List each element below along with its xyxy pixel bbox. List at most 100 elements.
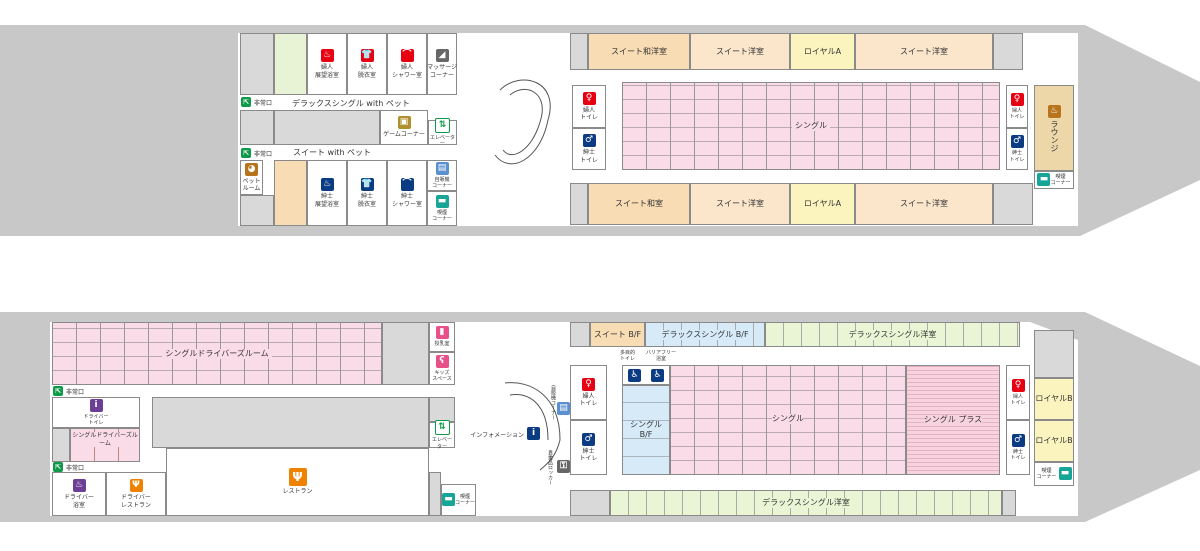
bath-icon: ♨ [72, 479, 86, 492]
men-dressing[interactable]: 👕紳士 脱衣室 [347, 160, 387, 226]
women-icon: ♀ [1011, 378, 1025, 392]
women-toilet[interactable]: ♀婦人 トイレ [572, 85, 606, 128]
men-bath[interactable]: ♨紳士 展望浴室 [307, 160, 347, 226]
corridor-label: スイート with ペット [293, 148, 372, 157]
exit-icon: ⇱ [241, 97, 251, 107]
cabin-deluxe-single-western[interactable]: デラックスシングル洋室 [765, 322, 1020, 347]
men-toilet[interactable]: ♂紳士 トイレ [1006, 128, 1028, 170]
elevator[interactable]: ⇅エレベーター [429, 420, 455, 450]
women-dressing[interactable]: 👕婦人 脱衣室 [347, 33, 387, 95]
single-driver-room-small[interactable]: シングルドライバーズルーム [70, 428, 140, 462]
multi-toilet-label: 多目的 トイレ [620, 350, 636, 362]
vending-icon[interactable]: ▤ [557, 402, 570, 415]
smoking-icon: ▬ [1058, 466, 1072, 480]
women-shower[interactable]: ⌒婦人 シャワー室 [387, 33, 427, 95]
shirt-icon: 👕 [360, 49, 374, 62]
shower-icon: ⌒ [400, 49, 414, 62]
smoking-corner[interactable]: 喫煙 コーナー▬ [1034, 462, 1074, 486]
cabin-royal-a[interactable]: ロイヤルA [790, 33, 855, 70]
cabin-suite-bf[interactable]: スイート B/F [590, 322, 645, 347]
elevator-icon: ⇅ [435, 117, 450, 133]
information-icon[interactable]: i [527, 427, 540, 440]
lounge-icon: ♨ [1047, 104, 1061, 118]
cabin-suite-western[interactable]: スイート洋室 [690, 183, 790, 225]
shower-icon: ⌒ [400, 178, 414, 191]
elevator-icon: ⇅ [434, 420, 450, 436]
men-shower[interactable]: ⌒紳士 シャワー室 [387, 160, 427, 226]
cabin-suite-japanese[interactable]: スイート和室 [588, 183, 690, 225]
information-label: インフォメーション [470, 432, 524, 439]
locker-label: 貴重品ロッカー [547, 450, 553, 485]
cabin-royal-a[interactable]: ロイヤルA [790, 183, 855, 225]
person-icon: i [89, 398, 103, 412]
lounge[interactable]: ♨ラウンジ [1034, 85, 1074, 171]
deluxe-single-pet-room[interactable] [274, 33, 307, 95]
locker-icon[interactable]: ⚿ [557, 460, 570, 473]
exit-icon: ⇱ [53, 462, 63, 472]
spiral-staircase-upper [494, 79, 551, 165]
smoking-icon: ▬ [442, 492, 455, 506]
game-icon: ▣ [397, 116, 411, 130]
women-icon: ♀ [582, 377, 595, 391]
men-icon: ♂ [582, 432, 595, 446]
emergency-exit: ⇱非常口 [53, 386, 84, 396]
fork-knife-icon: Ψ [288, 468, 307, 487]
cabin-royal-b[interactable]: ロイヤルB [1034, 420, 1074, 462]
men-toilet[interactable]: ♂紳士 トイレ [570, 420, 607, 475]
cabin-suite-western[interactable]: スイート洋室 [855, 183, 993, 225]
women-toilet[interactable]: ♀婦人 トイレ [1006, 85, 1028, 128]
emergency-exit: ⇱非常口 [53, 462, 84, 472]
emergency-exit: ⇱非常口 [241, 97, 272, 107]
cabin-deluxe-single-bf[interactable]: デラックスシングル B/F [645, 322, 765, 347]
women-icon: ♀ [1010, 92, 1024, 106]
cabin-single-bf[interactable]: シングル B/F [622, 385, 670, 475]
cabin-suite-japanese-western[interactable]: スイート和洋室 [588, 33, 690, 70]
suite-pet-room[interactable] [274, 160, 307, 226]
driver-bath[interactable]: ♨ドライバー 浴室 [52, 472, 106, 516]
men-toilet[interactable]: ♂紳士 トイレ [1006, 420, 1030, 475]
cabin-suite-western[interactable]: スイート洋室 [690, 33, 790, 70]
fork-knife-icon: Ψ [129, 479, 143, 492]
cabin-suite-western[interactable]: スイート洋室 [855, 33, 993, 70]
women-toilet[interactable]: ♀婦人 トイレ [570, 365, 607, 420]
vending-corner[interactable]: ▤自販機 コーナー [427, 160, 457, 191]
baby-bottle-icon: ▮ [435, 326, 449, 340]
women-bath[interactable]: ♨婦人 展望浴室 [307, 33, 347, 95]
massage-corner[interactable]: ◢マッサージ コーナー [427, 33, 457, 95]
emergency-exit: ⇱非常口 [241, 148, 272, 158]
massage-chair-icon: ◢ [435, 49, 449, 62]
elevator[interactable]: ⇅エレベーター [428, 117, 457, 147]
men-icon: ♂ [1011, 433, 1025, 447]
smoking-icon: ▬ [435, 194, 449, 208]
bath-icon: ♨ [320, 49, 334, 62]
accessible-facilities[interactable]: ♿♿ [622, 365, 670, 385]
spiral-staircase-lower [504, 382, 561, 471]
single-driver-room[interactable]: シングルドライバーズルーム [52, 322, 382, 385]
shirt-icon: 👕 [360, 178, 374, 191]
corridor-label: デラックスシングル with ペット [292, 99, 410, 108]
cabin-single-plus[interactable]: シングル プラス [906, 365, 1000, 475]
exit-icon: ⇱ [241, 148, 251, 158]
exit-icon: ⇱ [53, 386, 63, 396]
pet-room[interactable]: ◕ペット ルーム [240, 160, 263, 195]
smoking-corner[interactable]: ▬喫煙 コーナー [441, 484, 476, 516]
smoking-corner[interactable]: ▬喫煙 コーナー [427, 191, 457, 226]
bath-icon: ♨ [320, 178, 334, 191]
game-corner[interactable]: ▣ゲームコーナー [380, 110, 428, 145]
cabin-single[interactable]: シングル [670, 365, 906, 475]
cabin-royal-b[interactable]: ロイヤルB [1034, 378, 1074, 420]
nursing-room[interactable]: ▮授乳室 [429, 322, 455, 352]
women-icon: ♀ [582, 91, 596, 105]
wheelchair-bath-icon: ♿ [651, 368, 664, 382]
men-toilet[interactable]: ♂紳士 トイレ [572, 128, 606, 170]
cabin-deluxe-single-western[interactable]: デラックスシングル洋室 [610, 490, 1002, 516]
smoking-corner[interactable]: ▬喫煙 コーナー [1034, 171, 1074, 189]
women-toilet[interactable]: ♀婦人 トイレ [1006, 365, 1030, 420]
smoking-icon: ▬ [1037, 172, 1051, 186]
barrier-free-bath-label: バリアフリー 浴室 [646, 350, 677, 362]
cabin-single[interactable]: シングル [622, 82, 1000, 170]
